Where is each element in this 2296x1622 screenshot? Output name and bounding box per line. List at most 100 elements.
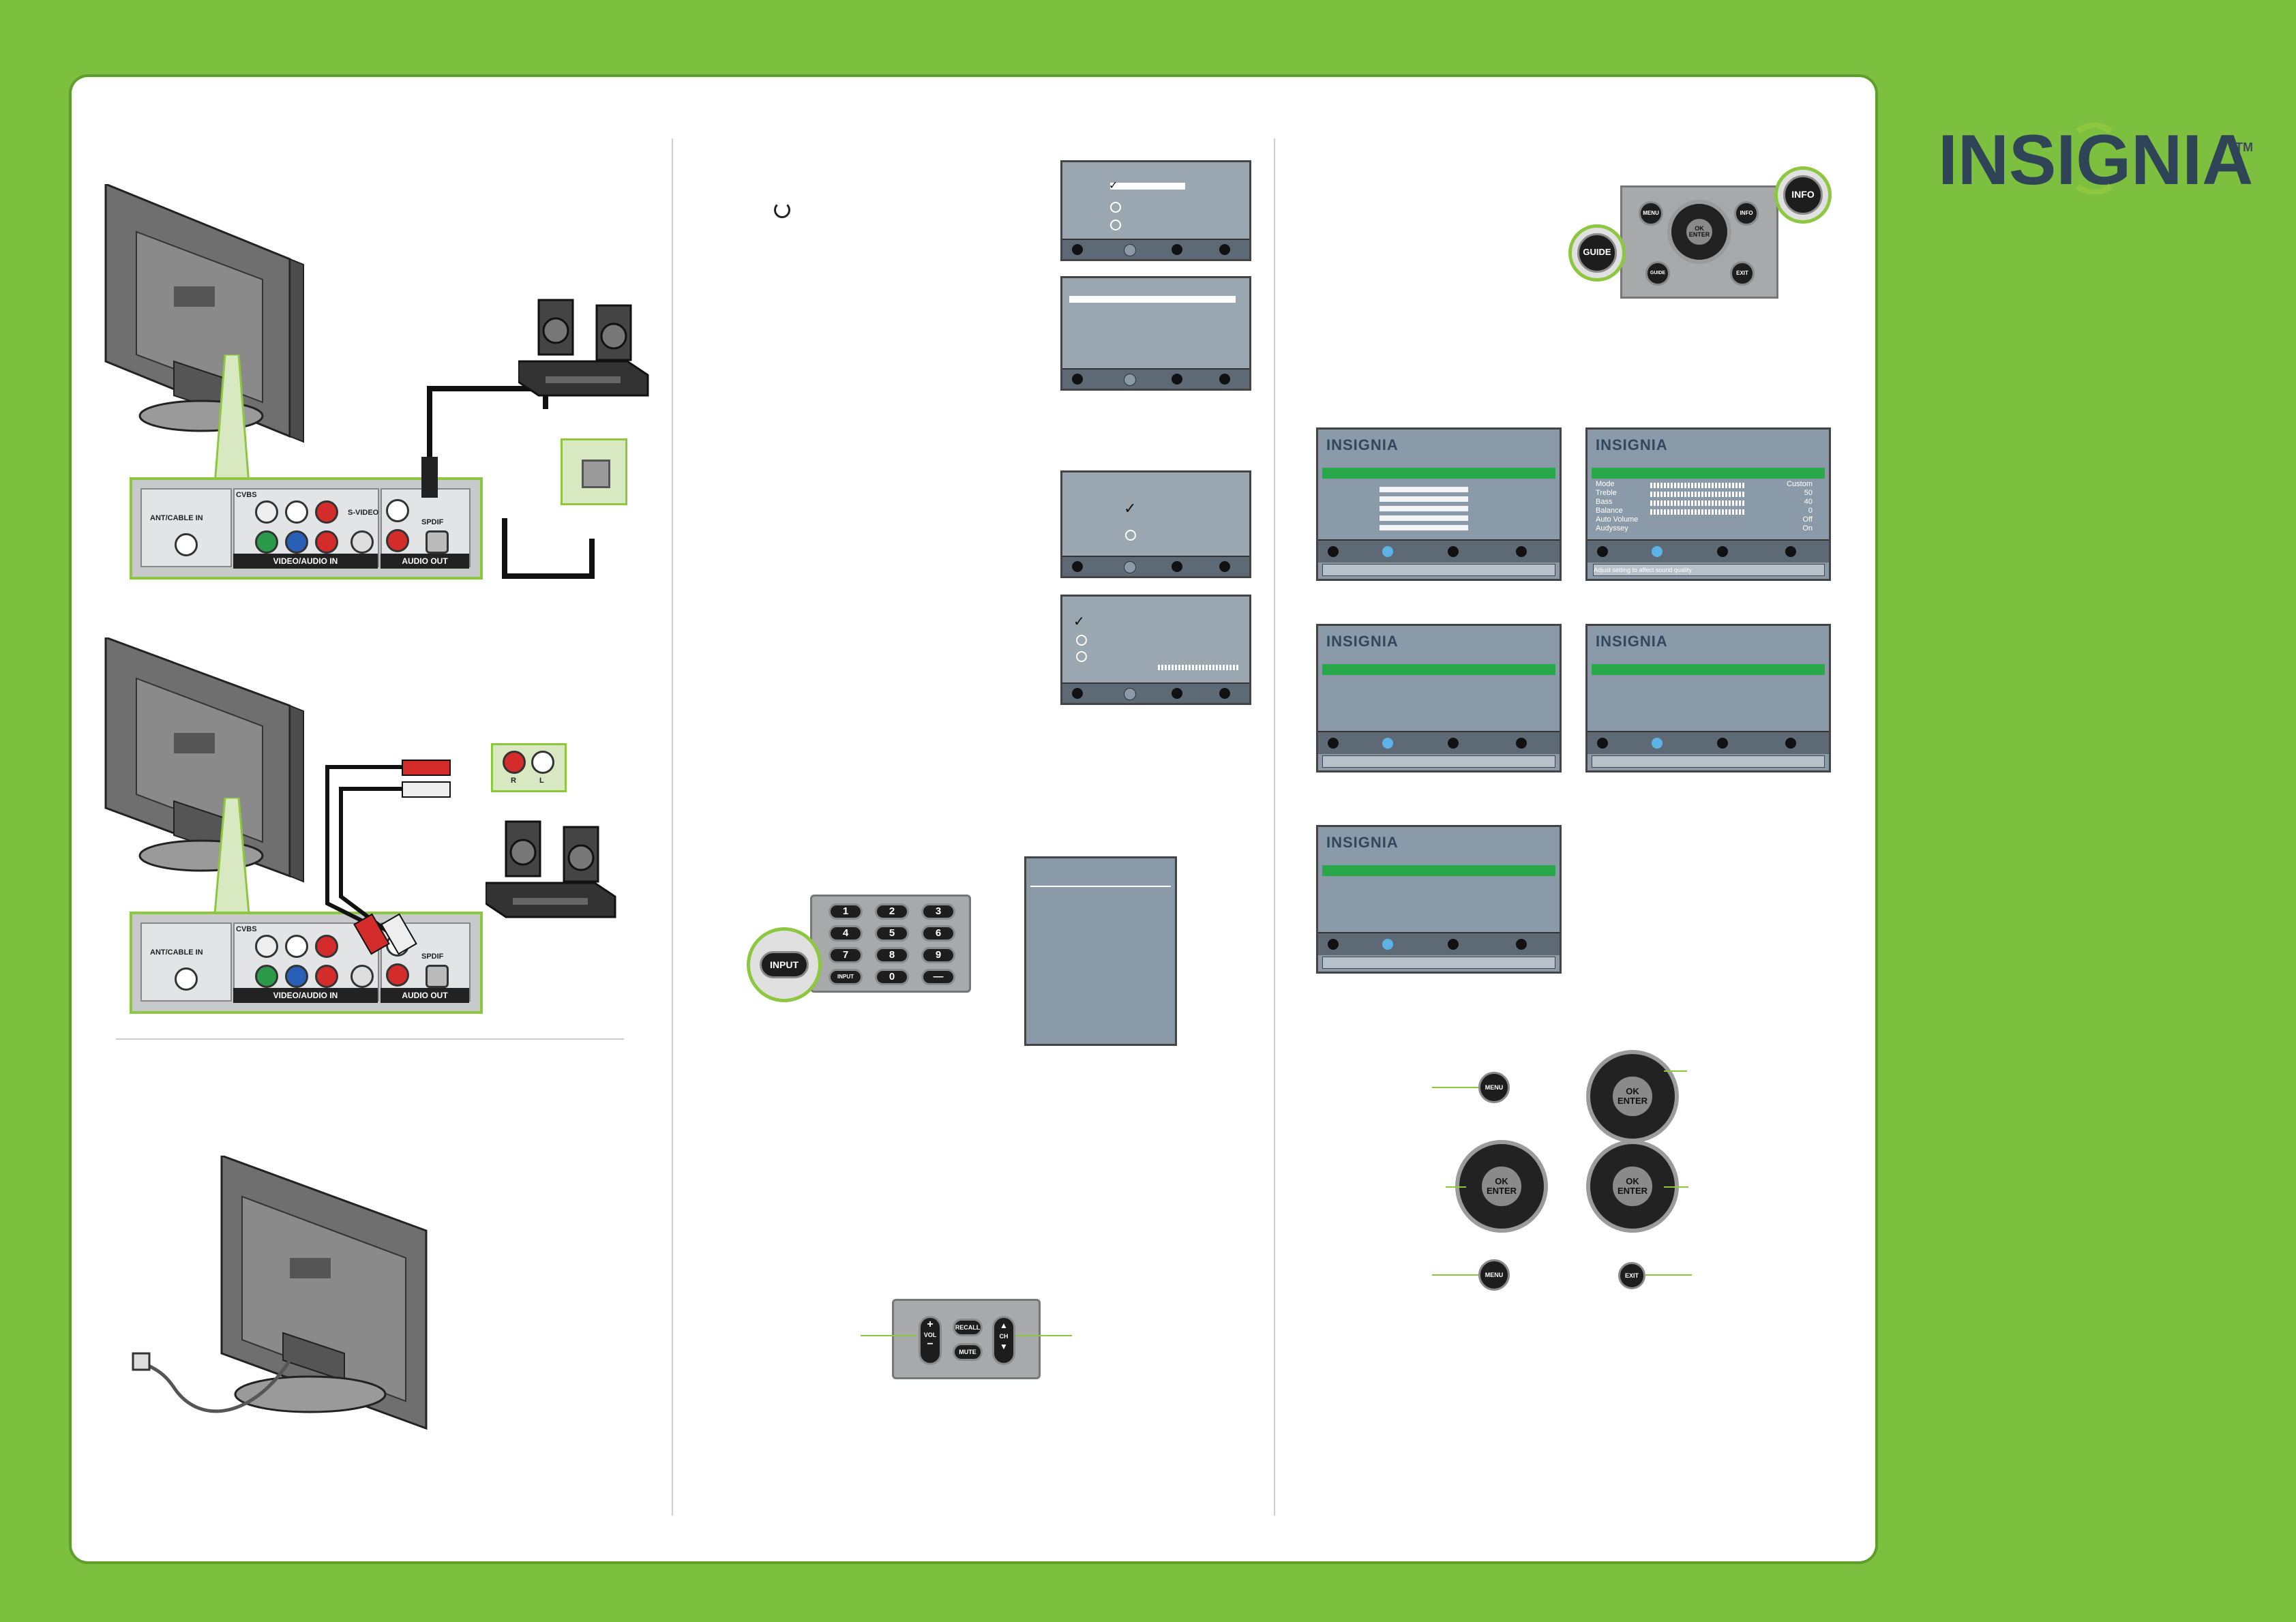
- osd-brand-audio: INSIGNIA: [1596, 436, 1668, 453]
- ok-enter-button[interactable]: OK ENTER: [1686, 219, 1712, 245]
- keypad-key[interactable]: 1: [829, 903, 863, 920]
- info-button-small[interactable]: INFO: [1734, 201, 1759, 226]
- osd-menu-picture: INSIGNIA: [1316, 427, 1562, 581]
- recall-button[interactable]: RECALL: [953, 1319, 983, 1336]
- vol-label: VOL: [923, 1332, 937, 1338]
- audio-setting-slider[interactable]: [1650, 509, 1746, 515]
- tv-port-callout-lines-2: [213, 798, 250, 914]
- menu-button-small[interactable]: MENU: [1639, 201, 1663, 226]
- audio-setting-label: Mode: [1596, 480, 1615, 488]
- menu-button-2[interactable]: MENU: [1478, 1259, 1510, 1291]
- audio-setting-slider[interactable]: [1650, 500, 1746, 506]
- info-button-large[interactable]: INFO: [1783, 175, 1823, 215]
- audio-setting-slider[interactable]: [1650, 492, 1746, 497]
- vol-minus[interactable]: −: [927, 1338, 934, 1350]
- tv-back-illustration-2: [104, 637, 304, 883]
- info-callout: INFO: [1774, 166, 1832, 224]
- video-audio-in-bar-2: VIDEO/AUDIO IN: [233, 988, 378, 1003]
- ch-down-icon[interactable]: ▼: [1000, 1342, 1008, 1351]
- audio-r-jack-2: [315, 935, 338, 958]
- osd-channel-scan-screen: ✓: [1060, 595, 1251, 705]
- vol-plus[interactable]: +: [927, 1319, 934, 1330]
- input-button-large[interactable]: INPUT: [760, 951, 809, 978]
- speaker-system-1: [518, 299, 649, 397]
- dpad-enter[interactable]: OK ENTER: [1586, 1140, 1679, 1233]
- y-jack-2: [255, 965, 278, 988]
- keypad-key[interactable]: 8: [875, 947, 909, 963]
- keypad-key[interactable]: 4: [829, 925, 863, 942]
- osd-brand: INSIGNIA: [1326, 436, 1399, 453]
- osd-brand-usb: INSIGNIA: [1326, 834, 1399, 851]
- exit-leader: [1645, 1274, 1692, 1276]
- rca-r-label: R: [511, 777, 516, 785]
- audio-setting-label: Balance: [1596, 507, 1623, 515]
- keypad-key[interactable]: 0: [875, 969, 909, 985]
- ch-rocker[interactable]: ▲ CH ▼: [992, 1316, 1015, 1365]
- audio-help-text: Adjust setting to affect sound quality: [1593, 564, 1825, 576]
- osd-timezone-screen: [1060, 276, 1251, 391]
- audio-out-l-jack: [386, 499, 409, 522]
- pb-jack: [285, 530, 308, 554]
- optical-cable: [421, 386, 595, 579]
- audio-setting-value: 50: [1804, 489, 1813, 497]
- power-icon: [774, 202, 790, 218]
- check-icon: ✓: [1109, 180, 1118, 192]
- keypad-key[interactable]: 3: [921, 903, 955, 920]
- osd-language-screen: ✓: [1060, 160, 1251, 261]
- leftright-leader: [1446, 1186, 1466, 1188]
- tv-power-illustration: [132, 1156, 428, 1430]
- keypad-key[interactable]: 9: [921, 947, 955, 963]
- ch-up-icon[interactable]: ▲: [1000, 1321, 1008, 1330]
- video-audio-in-bar: VIDEO/AUDIO IN: [233, 554, 378, 569]
- guide-button-large[interactable]: GUIDE: [1577, 233, 1617, 273]
- ant-cable-in-label: ANT/CABLE IN: [150, 514, 203, 522]
- keypad-key[interactable]: 5: [875, 925, 909, 942]
- keypad-key[interactable]: 6: [921, 925, 955, 942]
- audio-out-r-jack: [386, 529, 409, 552]
- audio-setting-label: Bass: [1596, 498, 1613, 506]
- dpad-up-down[interactable]: OK ENTER: [1586, 1050, 1679, 1143]
- audio-setting-slider[interactable]: [1650, 483, 1746, 488]
- vol-leader-line: [861, 1335, 916, 1336]
- exit-button[interactable]: EXIT: [1618, 1262, 1645, 1289]
- dpad-top[interactable]: OK ENTER: [1667, 200, 1731, 264]
- vol-rocker[interactable]: + VOL −: [919, 1316, 942, 1365]
- menu-button-1[interactable]: MENU: [1478, 1072, 1510, 1103]
- column-divider-right: [1274, 138, 1275, 1516]
- ok-enter-1[interactable]: OK ENTER: [1613, 1077, 1652, 1116]
- exit-button-small[interactable]: EXIT: [1730, 261, 1755, 286]
- ok-enter-3[interactable]: OK ENTER: [1613, 1167, 1652, 1206]
- mute-button[interactable]: MUTE: [953, 1343, 983, 1361]
- dpad-left-right[interactable]: OK ENTER: [1455, 1140, 1548, 1233]
- updown-leader: [1664, 1070, 1687, 1072]
- vol-ch-panel: + VOL − RECALL MUTE ▲ CH ▼: [892, 1299, 1041, 1379]
- osd-menu-settings: INSIGNIA: [1585, 624, 1831, 772]
- spdif-label-2: SPDIF: [421, 952, 444, 961]
- audio-setting-value: On: [1802, 524, 1813, 532]
- keypad-key[interactable]: 2: [875, 903, 909, 920]
- keypad-key[interactable]: INPUT: [829, 969, 863, 985]
- y-jack: [255, 530, 278, 554]
- cvbs-label-2: CVBS: [236, 925, 257, 933]
- audio-r-jack: [315, 500, 338, 524]
- spdif-label: SPDIF: [421, 518, 444, 526]
- osd-picture-mode-screen: ✓: [1060, 470, 1251, 578]
- keypad-key[interactable]: —: [921, 969, 955, 985]
- osd-brand-channels: INSIGNIA: [1326, 633, 1399, 650]
- ok-enter-2[interactable]: OK ENTER: [1482, 1167, 1521, 1206]
- tv-back-illustration-1: [104, 184, 304, 443]
- input-source-list-screen: [1024, 856, 1177, 1046]
- osd-bars: [1380, 487, 1468, 535]
- enter-leader: [1664, 1186, 1688, 1188]
- keypad-key[interactable]: 7: [829, 947, 863, 963]
- guide-button-small[interactable]: GUIDE: [1645, 261, 1670, 286]
- optical-port-callout: [561, 438, 627, 505]
